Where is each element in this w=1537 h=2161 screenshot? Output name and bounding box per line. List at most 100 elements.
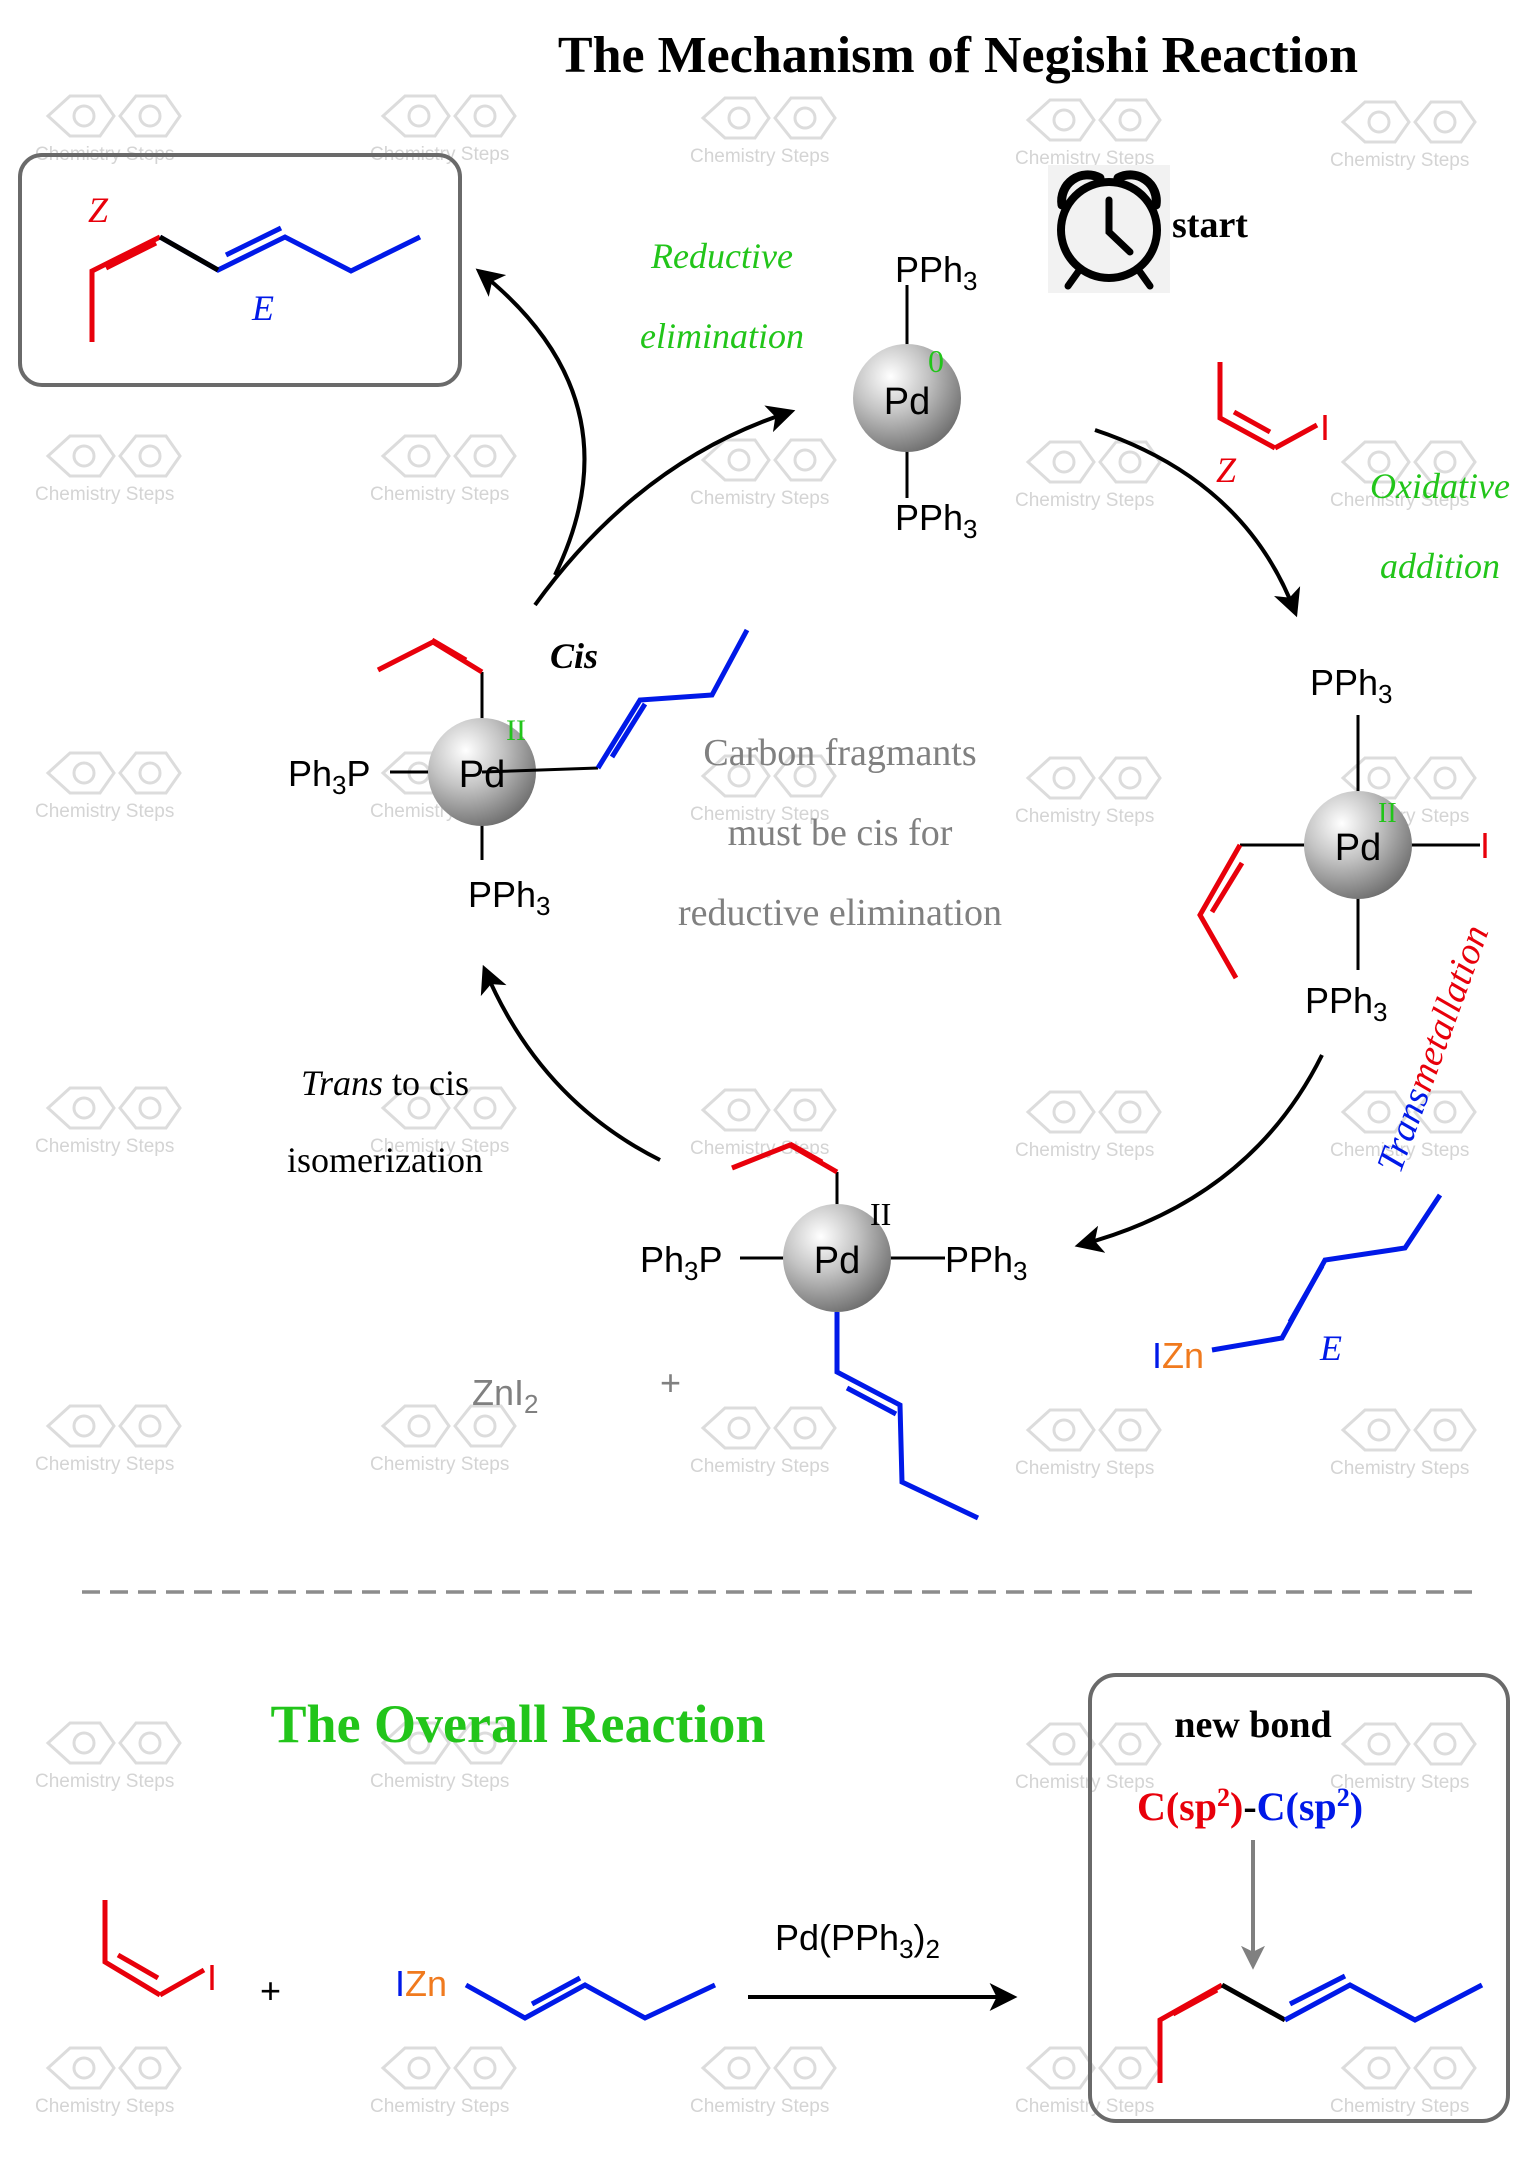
pd0-ligand-top: PPh3 (895, 249, 978, 296)
product-z-chain (89, 234, 162, 342)
reductive-elimination-line1: Reductive (650, 236, 793, 276)
svg-text:Chemistry Steps: Chemistry Steps (1330, 2096, 1469, 2117)
isomerization-line1: Trans to cis (301, 1063, 469, 1103)
svg-text:Chemistry Steps: Chemistry Steps (1330, 1140, 1469, 1161)
svg-text:Chemistry Steps: Chemistry Steps (1015, 1140, 1154, 1161)
pd2-cis-vinyl (376, 639, 484, 675)
svg-text:Chemistry Steps: Chemistry Steps (1015, 1772, 1154, 1793)
svg-text:Chemistry Steps: Chemistry Steps (370, 484, 509, 505)
pd2-ox-state: II (1378, 798, 1397, 829)
pd2-cis-ox-state: II (506, 714, 526, 747)
product-e-double-bond (224, 225, 283, 258)
overall-title: The Overall Reaction (271, 1694, 766, 1754)
svg-text:Chemistry Steps: Chemistry Steps (1330, 150, 1469, 171)
reagent-zinc-label: IZn (1152, 1335, 1204, 1376)
overall-reactant-organozinc: IZn (395, 1963, 717, 2021)
arrow-isomerization (480, 964, 661, 1162)
arrow-reductive-to-product (475, 268, 587, 576)
arrow-reductive-to-pd0 (533, 405, 796, 607)
pd0-ligand-bottom: PPh3 (895, 497, 978, 544)
svg-text:Chemistry Steps: Chemistry Steps (35, 484, 174, 505)
svg-text:Chemistry Steps: Chemistry Steps (1015, 1458, 1154, 1479)
pd2-trans-center: Pd (814, 1240, 860, 1282)
svg-text:Chemistry Steps: Chemistry Steps (690, 488, 829, 509)
pd2-trans-ligand-left: Ph3P (640, 1239, 723, 1286)
overall-reactant2-zinc: IZn (395, 1963, 447, 2004)
svg-text:Chemistry Steps: Chemistry Steps (35, 1454, 174, 1475)
overall-reactant-vinyl-iodide: I (102, 1900, 217, 1998)
overall-product-box (1088, 1673, 1510, 2123)
pd2-trans-ligand-right: PPh3 (945, 1239, 1028, 1286)
pd2-cis-ligand-left: Ph3P (288, 753, 371, 800)
product-box (18, 153, 462, 387)
pd2-ox-sphere (1304, 791, 1412, 899)
reagent-z-label: Z (1216, 450, 1237, 490)
overall-product-e-chain (1283, 1982, 1484, 2023)
pd2-trans-butenyl (834, 1312, 980, 1521)
pd2-ox-iodide: I (1480, 825, 1490, 866)
pd0-sphere (853, 344, 961, 452)
overall-product: new bond C(sp2)-C(sp2) (1088, 1673, 1510, 2123)
pd2-cis-complex: Pd II Ph3P PPh3 Cis (288, 628, 750, 921)
pd2-trans-sphere (783, 1204, 891, 1312)
svg-text:Chemistry Steps: Chemistry Steps (690, 1456, 829, 1477)
product-new-bond (158, 234, 220, 273)
transmetallation-part2: metallation (1399, 920, 1498, 1097)
alarm-clock-icon (1048, 165, 1170, 293)
oxidative-addition-line1: Oxidative (1370, 466, 1510, 506)
svg-text:Chemistry Steps: Chemistry Steps (690, 2096, 829, 2117)
pd2-trans-complex: Pd II Ph3P PPh3 (640, 1141, 1028, 1521)
pd2-oxidative-complex: Pd II PPh3 PPh3 I (1197, 662, 1490, 1027)
svg-text:Chemistry Steps: Chemistry Steps (370, 1136, 509, 1157)
pd0-ox-state: 0 (928, 343, 944, 379)
reagent-vinyl-iodide: I Z (1216, 362, 1330, 490)
reagent-organozinc: IZn E (1152, 1193, 1443, 1376)
svg-text:Chemistry Steps: Chemistry Steps (1015, 806, 1154, 827)
isomerization-rest: to cis (383, 1063, 469, 1103)
reagent-iodide-label: I (1320, 407, 1330, 448)
byproduct-plus: + (660, 1362, 681, 1403)
svg-text:Chemistry Steps: Chemistry Steps (1015, 2096, 1154, 2117)
overall-reactant1-iodide: I (207, 1957, 217, 1998)
product-z-label: Z (88, 190, 109, 230)
byproduct-zni2: ZnI2 (472, 1372, 538, 1419)
svg-text:Chemistry Steps: Chemistry Steps (35, 801, 174, 822)
cycle-product: Z E (18, 153, 462, 387)
pd0-complex: Pd 0 PPh3 PPh3 (853, 249, 978, 544)
center-note-line1: Carbon fragmants (703, 732, 976, 774)
pd2-cis-ligand-bottom: PPh3 (468, 874, 551, 921)
arrow-oxidative-addition (1094, 428, 1301, 618)
svg-text:Chemistry Steps: Chemistry Steps (690, 146, 829, 167)
svg-text:Chemistry Steps: Chemistry Steps (690, 804, 829, 825)
reagent-e-label: E (1319, 1328, 1342, 1368)
pd2-trans-ox-state: II (870, 1196, 891, 1232)
center-note-line2: must be cis for (728, 812, 953, 854)
overall-catalyst: Pd(PPh3)2 (775, 1917, 940, 1964)
overall-plus: + (260, 1970, 281, 2011)
product-e-label: E (251, 288, 274, 328)
center-note-line3: reductive elimination (678, 892, 1002, 934)
start-label: start (1172, 204, 1248, 246)
pd2-ox-center: Pd (1335, 827, 1381, 869)
svg-text:Chemistry Steps: Chemistry Steps (1015, 148, 1154, 169)
pd2-ox-ligand-bottom: PPh3 (1305, 980, 1388, 1027)
new-bond-formula: C(sp2)-C(sp2) (1137, 1783, 1363, 1829)
svg-text:Chemistry Steps: Chemistry Steps (1015, 490, 1154, 511)
svg-text:Chemistry Steps: Chemistry Steps (370, 1454, 509, 1475)
oxidative-addition-line2: addition (1380, 546, 1500, 586)
page-title: The Mechanism of Negishi Reaction (558, 27, 1358, 84)
svg-text:Chemistry Steps: Chemistry Steps (35, 2096, 174, 2117)
svg-text:Chemistry Steps: Chemistry Steps (1330, 1458, 1469, 1479)
svg-text:Chemistry Steps: Chemistry Steps (1330, 1772, 1469, 1793)
pd2-cis-butenyl (595, 628, 750, 770)
cis-label: Cis (550, 636, 598, 676)
pd0-center: Pd (884, 381, 930, 423)
overall-product-z-chain (1157, 1982, 1224, 2083)
svg-text:Chemistry Steps: Chemistry Steps (35, 1136, 174, 1157)
pd2-cis-pd-carbon-bond (481, 766, 599, 774)
isomerization-italic: Trans (301, 1063, 383, 1103)
pd2-ox-vinyl (1197, 843, 1243, 980)
pd2-cis-center: Pd (459, 754, 505, 796)
arrow-transmetallation (1074, 1054, 1324, 1253)
